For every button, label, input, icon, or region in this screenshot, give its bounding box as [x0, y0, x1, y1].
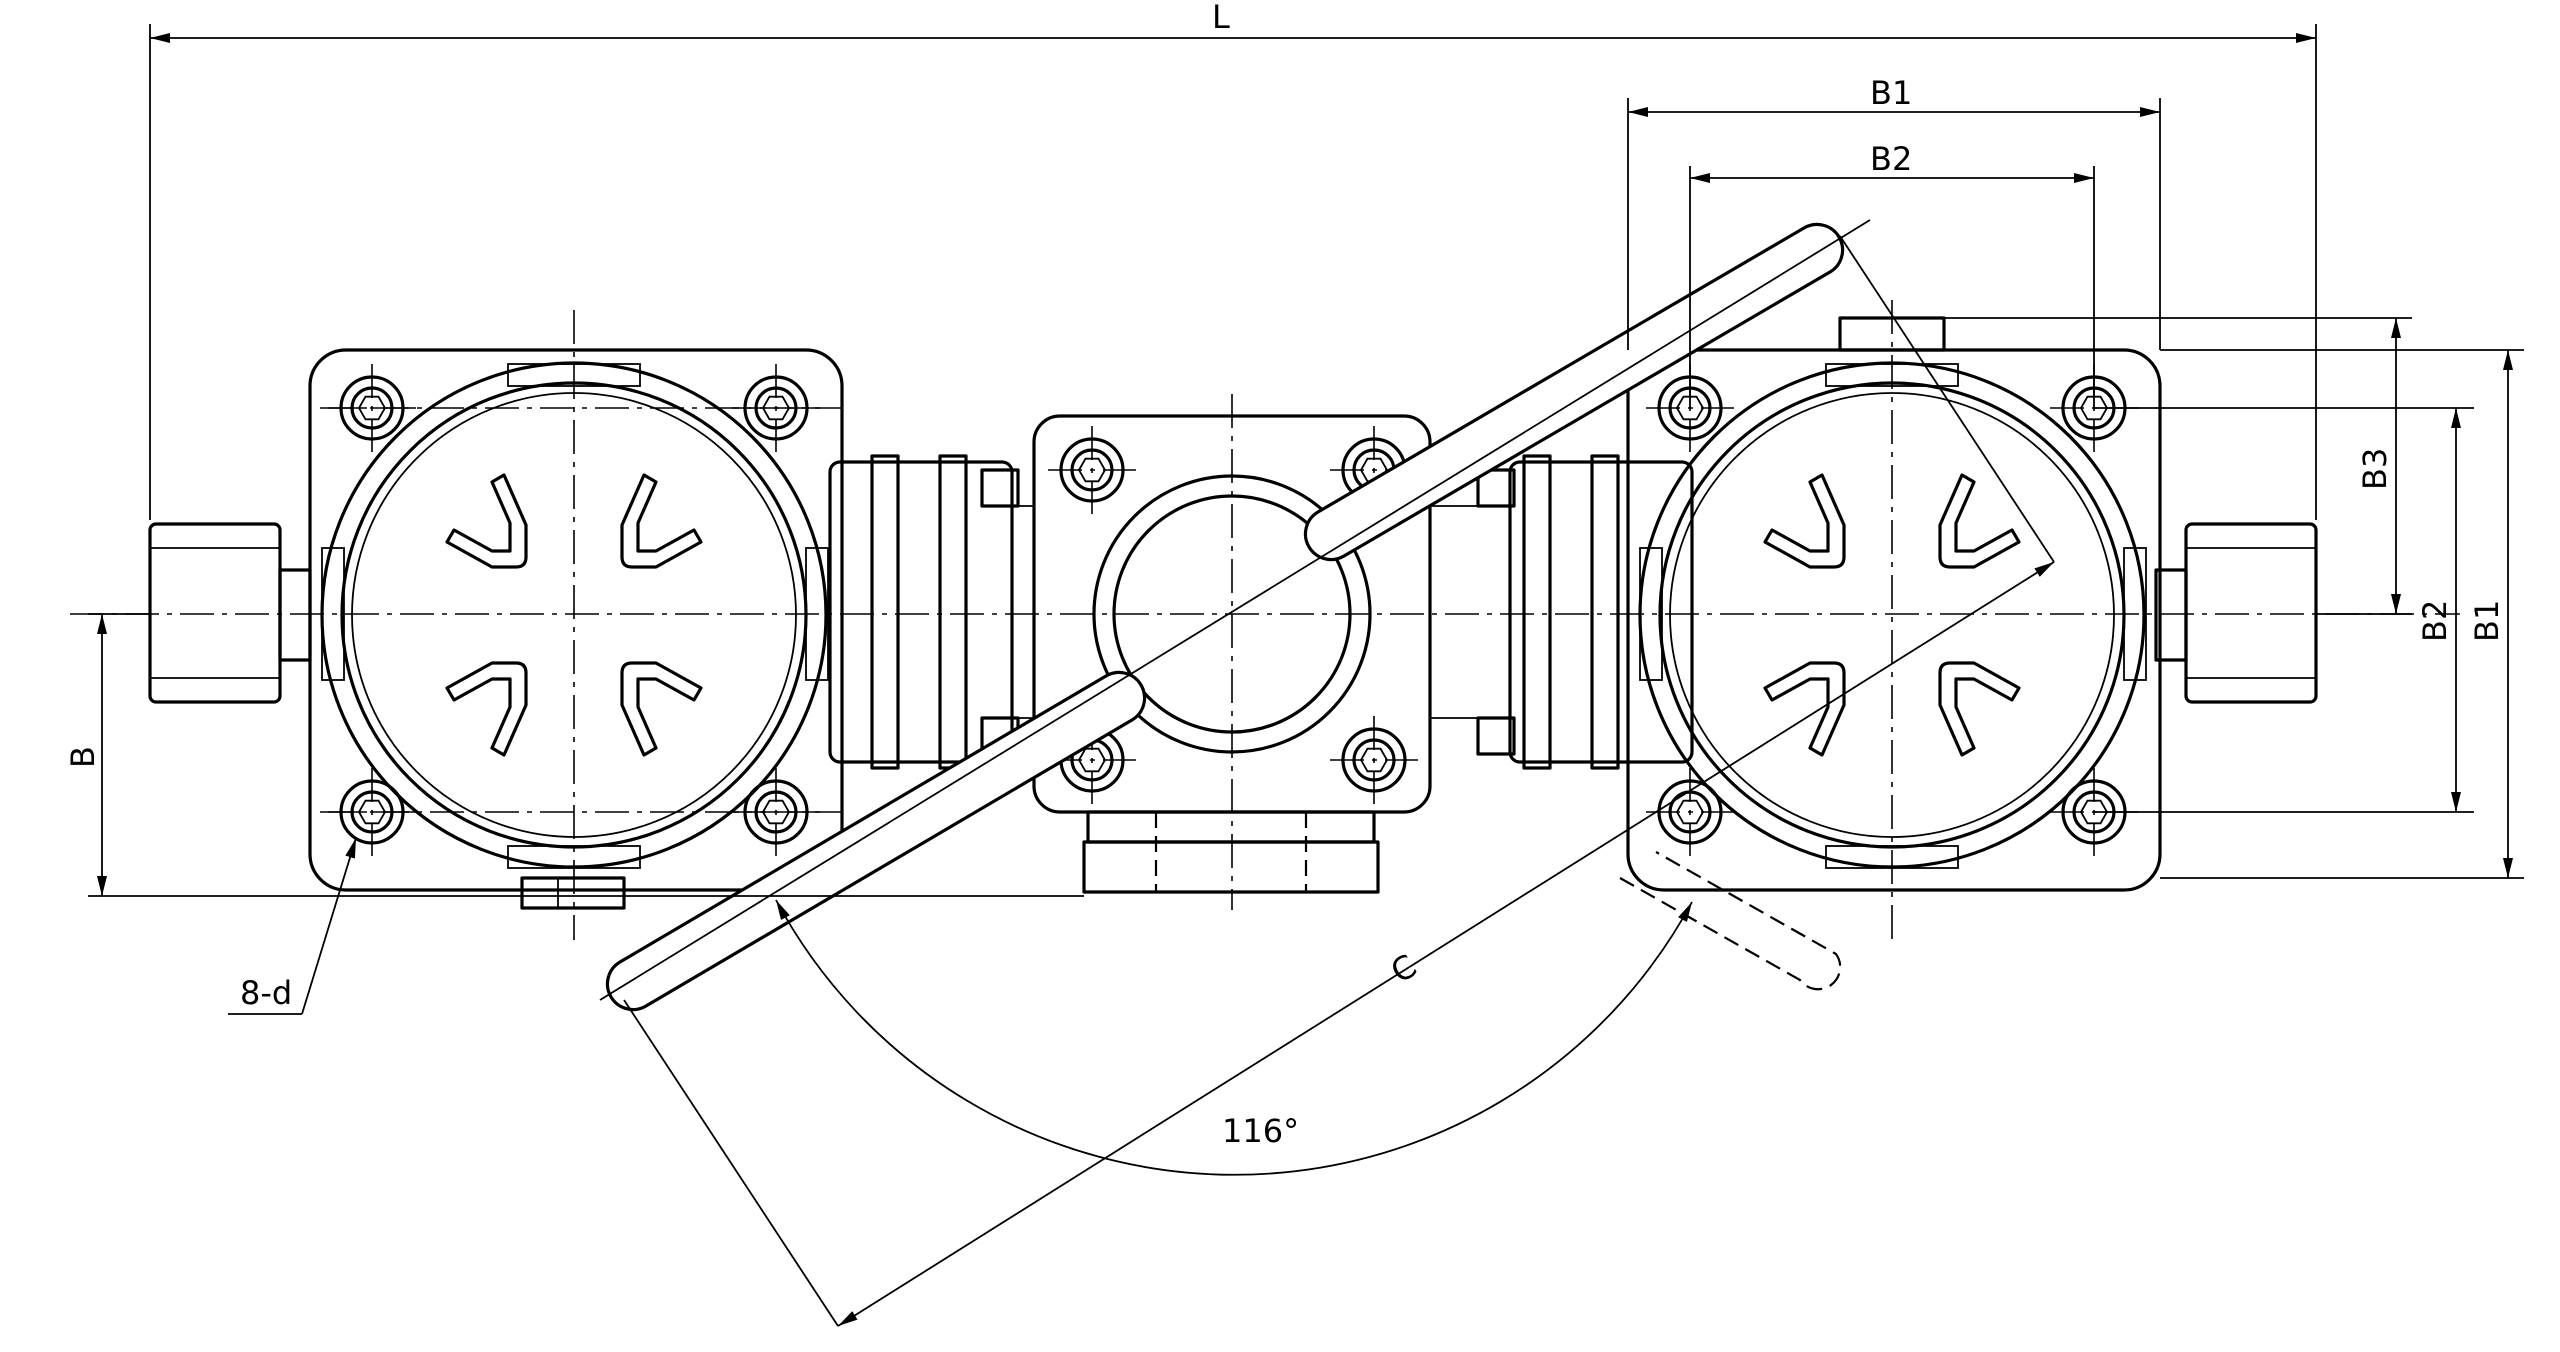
- dim-label-B1-right: B1: [2468, 600, 2506, 642]
- dim-label-holes: 8-d: [240, 974, 292, 1012]
- leader-8-d: 8-d: [228, 837, 357, 1015]
- dimension-angle: 116°: [775, 899, 1693, 1176]
- dim-label-B1-top: B1: [1870, 74, 1912, 112]
- dim-label-B3-right: B3: [2356, 448, 2394, 490]
- center-outlet-neck: [1086, 810, 1376, 844]
- dimension-L: L: [149, 0, 2317, 520]
- dim-label-B2-top: B2: [1870, 140, 1912, 178]
- left-flange-plate: [308, 348, 844, 892]
- right-bolt-hole-bl: [1644, 766, 1736, 858]
- right-valve-body: [1626, 300, 2162, 940]
- center-valve-body: [1032, 394, 1432, 910]
- dimension-B1-top: B1: [1627, 74, 2161, 350]
- right-end-connector: [2154, 522, 2318, 704]
- handle-alt-position: [1619, 851, 1842, 991]
- center-bolt-br: [1328, 714, 1420, 806]
- left-coupling: [828, 454, 1034, 770]
- handle-arm-upper: [1303, 222, 1845, 562]
- center-bolt-tl: [1046, 424, 1138, 516]
- left-end-connector: [148, 522, 312, 704]
- left-valve-body: [308, 310, 844, 940]
- dim-label-C: C: [1384, 947, 1423, 991]
- dim-label-angle: 116°: [1222, 1112, 1299, 1150]
- dim-label-B2-right: B2: [2416, 600, 2454, 642]
- right-coupling: [1430, 454, 1694, 770]
- dimension-right-verticals: B3 B2 B1: [1944, 317, 2524, 879]
- center-outlet-flange: [1082, 840, 1380, 894]
- dim-label-B-left: B: [64, 746, 102, 768]
- dim-label-L: L: [1212, 0, 1230, 36]
- left-drain-plug: [520, 876, 626, 910]
- right-flange-plate: [1626, 348, 2162, 892]
- dimension-B2-top: B2: [1689, 140, 2095, 408]
